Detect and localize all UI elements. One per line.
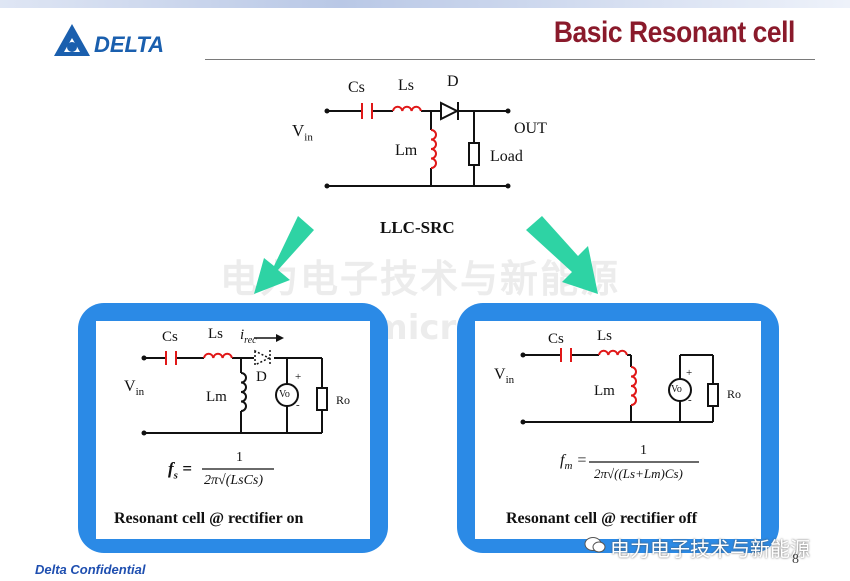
confidential-label: Delta Confidential: [35, 562, 146, 577]
brand-footer: 电力电子技术与新能源: [610, 537, 810, 561]
left-circuit: [141, 334, 328, 470]
irec-sub: rec: [244, 335, 257, 346]
ls-inductor: [392, 105, 422, 112]
vin-bottom-terminal: [324, 183, 330, 189]
wechat-icon: [584, 536, 606, 559]
left-formula-lhs: fs =: [168, 459, 192, 482]
right-lm-inductor: [630, 366, 637, 406]
right-vin-main: V: [494, 366, 506, 383]
ls-label: Ls: [398, 77, 414, 94]
left-panel-caption: Resonant cell @ rectifier on: [114, 510, 304, 527]
left-plus-sign: +: [295, 371, 302, 383]
left-diode-label: D: [256, 369, 267, 385]
right-vin-bottom-terminal: [520, 419, 526, 425]
diode: [440, 101, 460, 121]
right-ls-label: Ls: [597, 328, 612, 344]
left-cs-capacitor: [165, 351, 177, 365]
left-diode: [254, 349, 271, 367]
left-irec-label: irec: [240, 327, 257, 346]
irec-arrow: [254, 334, 284, 342]
left-vin-main: V: [124, 378, 136, 395]
left-arrow: [254, 216, 314, 294]
left-formula-sub: s: [173, 469, 178, 482]
top-circuit: [324, 101, 511, 189]
right-formula-f: f: [560, 452, 565, 469]
right-vin-label: Vin: [494, 366, 514, 386]
right-cs-capacitor: [560, 348, 572, 362]
right-vo-label: Vo: [671, 384, 682, 395]
left-minus-sign: -: [296, 399, 300, 411]
right-vo-meter: [668, 378, 692, 402]
left-cs-label: Cs: [162, 329, 178, 345]
vin-main: V: [292, 121, 305, 140]
right-formula-lhs: fm =: [560, 452, 588, 473]
top-banner: [0, 0, 850, 8]
left-lm-label: Lm: [206, 389, 227, 405]
load-label: Load: [490, 148, 523, 165]
right-cs-label: Cs: [548, 331, 564, 347]
right-formula-sub: m: [564, 460, 573, 473]
left-ro-label: Ro: [336, 393, 351, 407]
right-plus-sign: +: [686, 367, 693, 379]
vin-label: Vin: [292, 121, 313, 143]
left-ro-resistor: [316, 387, 328, 411]
diode-label: D: [447, 73, 459, 90]
left-ls-label: Ls: [208, 326, 223, 342]
out-bottom-terminal: [505, 183, 511, 189]
left-vin-bottom-terminal: [141, 430, 147, 436]
right-ro-label: Ro: [727, 387, 742, 401]
cs-label: Cs: [348, 79, 365, 96]
right-circuit: [520, 348, 719, 463]
lm-label: Lm: [395, 142, 418, 159]
load-resistor: [468, 142, 480, 166]
delta-logo: DELTA: [52, 20, 172, 60]
left-lm-inductor: [240, 372, 247, 412]
right-vin-top-terminal: [520, 352, 526, 358]
right-formula-denominator: 2π√((Ls+Lm)Cs): [594, 466, 683, 481]
left-vin-label: Vin: [124, 378, 144, 398]
logo-wordmark: DELTA: [94, 32, 164, 57]
title-divider: [205, 59, 815, 60]
left-vin-top-terminal: [141, 355, 147, 361]
left-vo-label: Vo: [279, 389, 290, 400]
vin-top-terminal: [324, 108, 330, 114]
page-number: 8: [792, 552, 799, 567]
left-vin-sub: in: [135, 386, 145, 399]
cs-capacitor: [361, 103, 373, 119]
irec-main: i: [240, 327, 245, 343]
right-lm-label: Lm: [594, 383, 615, 399]
left-formula-denominator: 2π√(LsCs): [204, 473, 264, 488]
out-label: OUT: [514, 120, 547, 137]
right-formula-numerator: 1: [640, 443, 647, 458]
right-arrow: [526, 216, 598, 294]
page-title: Basic Resonant cell: [553, 16, 796, 49]
right-panel-caption: Resonant cell @ rectifier off: [506, 510, 698, 527]
out-terminal: [505, 108, 511, 114]
left-ls-inductor: [203, 352, 233, 359]
right-ls-inductor: [598, 349, 628, 356]
top-circuit-caption: LLC-SRC: [380, 218, 455, 237]
left-formula-f: f: [168, 459, 174, 478]
lm-inductor: [430, 129, 437, 169]
right-ro-resistor: [707, 383, 719, 407]
vin-sub: in: [304, 131, 313, 144]
left-formula-numerator: 1: [236, 450, 243, 465]
right-minus-sign: -: [688, 394, 692, 406]
left-vo-meter: [275, 383, 299, 407]
right-vin-sub: in: [505, 374, 515, 387]
